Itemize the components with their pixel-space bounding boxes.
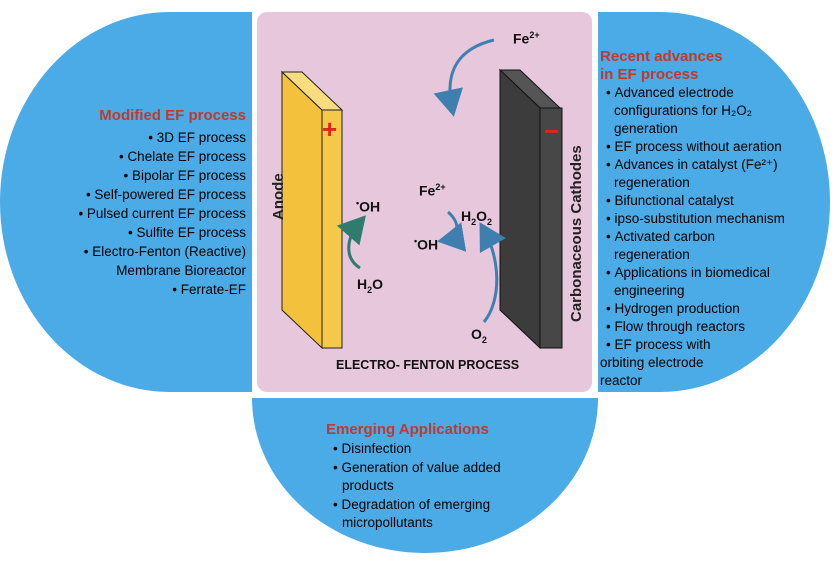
fe2-mid: Fe2+	[419, 182, 446, 199]
anode-electrode	[280, 70, 344, 350]
hydrogen-peroxide: H2O2	[461, 208, 493, 227]
left-title: Modified EF process	[99, 107, 246, 124]
right-line: orbiting electrode	[600, 355, 704, 370]
left-item: Membrane Bioreactor	[116, 263, 246, 278]
process-label: ELECTRO- FENTON PROCESS	[336, 358, 520, 372]
right-line: Applications in biomedical	[606, 264, 769, 282]
left-item: Bipolar EF process	[123, 167, 246, 185]
right-title-line2: in EF process	[600, 66, 699, 83]
bottom-line: products	[342, 478, 394, 493]
water: H2O	[357, 276, 384, 295]
fe2-top: Fe2+	[513, 30, 540, 47]
cathode-electrode	[498, 68, 563, 350]
h2o-to-oh-arrow	[336, 215, 366, 270]
left-item: Sulfite EF process	[128, 224, 246, 242]
left-item: Pulsed current EF process	[78, 205, 246, 223]
fe-arrow	[433, 38, 495, 117]
left-item: Electro-Fenton (Reactive)	[84, 243, 246, 261]
right-line: EF process with	[606, 336, 710, 354]
right-line: engineering	[614, 283, 685, 298]
left-item: Ferrate-EF	[172, 281, 246, 299]
anode-label: Anode	[270, 173, 287, 220]
right-line: Advanced electrode	[606, 84, 733, 102]
right-line: configurations for H₂O₂	[614, 103, 753, 118]
left-item: Self-powered EF process	[86, 186, 246, 204]
right-line: ipso-substitution mechanism	[606, 210, 784, 228]
cathode-minus-sign: −	[544, 116, 560, 146]
hydroxyl-radical-mid: •OH	[414, 236, 439, 253]
right-line: Hydrogen production	[606, 300, 739, 318]
right-line: EF process without aeration	[606, 138, 781, 156]
left-item: 3D EF process	[148, 129, 246, 147]
right-line: Activated carbon	[606, 228, 715, 246]
right-line: Bifunctional catalyst	[606, 192, 733, 210]
fe-to-oh-arrow	[437, 210, 467, 252]
bottom-line: Disinfection	[333, 440, 411, 458]
right-line: regeneration	[614, 247, 690, 262]
bottom-line: Generation of value added	[333, 459, 500, 477]
right-line: generation	[614, 121, 678, 136]
bottom-line: micropollutants	[342, 515, 433, 530]
right-line: Advances in catalyst (Fe²⁺)	[606, 156, 777, 174]
hydroxyl-radical-left: •OH	[356, 198, 381, 215]
bottom-title: Emerging Applications	[326, 421, 489, 438]
right-line: regeneration	[614, 175, 690, 190]
right-line: Flow through reactors	[606, 318, 745, 336]
left-item: Chelate EF process	[119, 148, 246, 166]
anode-plus-sign: +	[322, 114, 338, 144]
bottom-line: Degradation of emerging	[333, 496, 490, 514]
o2-to-h2o2-arrow	[479, 222, 506, 323]
oxygen: O2	[471, 326, 487, 345]
right-line: reactor	[600, 373, 643, 388]
cathode-label: Carbonaceous Cathodes	[568, 145, 585, 322]
right-title-line1: Recent advances	[600, 48, 723, 65]
